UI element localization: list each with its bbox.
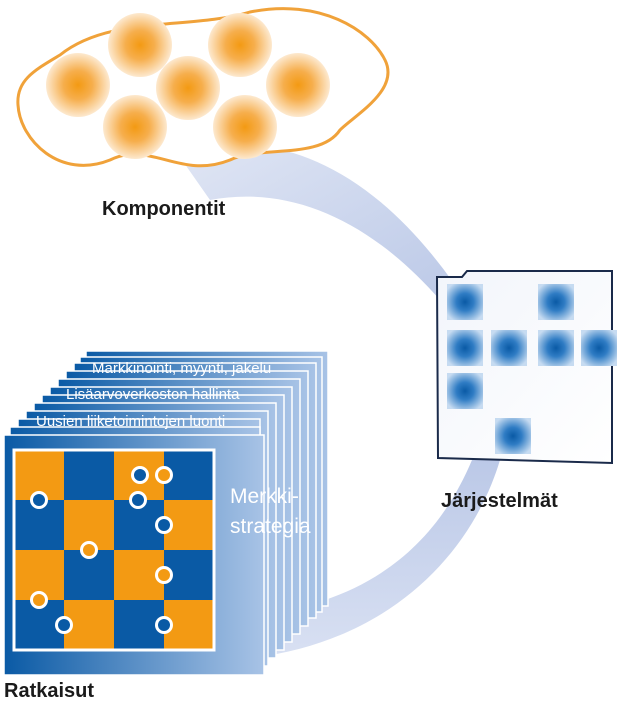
stack-line-value-network: Lisäarvoverkoston hallinta xyxy=(66,386,240,403)
stack-line-marketing: Markkinointi, myynti, jakelu xyxy=(92,360,272,377)
system-block xyxy=(538,330,574,366)
system-block xyxy=(538,284,574,320)
solutions-label: Ratkaisut xyxy=(4,680,95,702)
component-orb xyxy=(156,56,220,120)
system-block xyxy=(581,330,617,366)
system-block xyxy=(495,418,531,454)
arc-components-to-systems xyxy=(175,143,455,300)
system-block xyxy=(491,330,527,366)
system-block xyxy=(447,284,483,320)
component-orb xyxy=(213,95,277,159)
system-block xyxy=(447,330,483,366)
component-orb xyxy=(108,13,172,77)
component-orb xyxy=(266,53,330,117)
component-orb xyxy=(46,53,110,117)
component-orb xyxy=(208,13,272,77)
components-label: Komponentit xyxy=(102,198,226,220)
puzzle-grid xyxy=(12,448,216,652)
system-block xyxy=(447,373,483,409)
systems-label: Järjestelmät xyxy=(441,490,558,512)
component-orb xyxy=(103,95,167,159)
stack-line-new-business: Uusien liiketoimintojen luonti xyxy=(36,413,226,430)
brand-strategy-line-1: Merkki- xyxy=(230,485,299,508)
brand-strategy-label: Merkki- strategia xyxy=(230,482,311,542)
brand-strategy-line-2: strategia xyxy=(230,515,311,538)
